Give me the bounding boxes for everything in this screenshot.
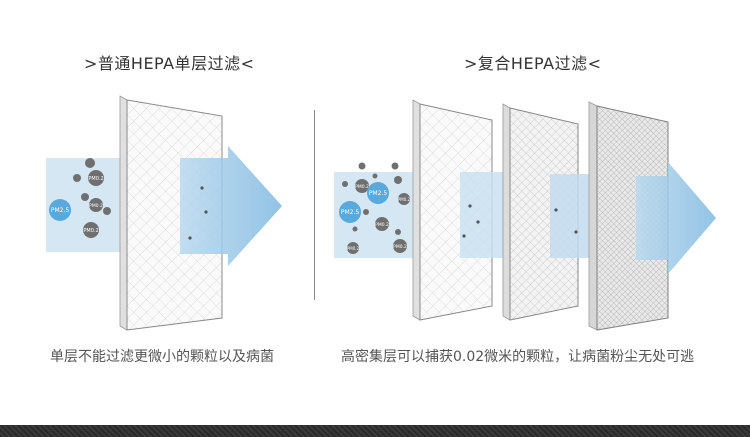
particle-dark [394, 176, 402, 184]
particle-dark [103, 207, 111, 215]
hepa-filter-layer-2 [502, 103, 579, 321]
particle-label: PM0.2 [83, 228, 98, 234]
particle-label: PM0.2 [355, 184, 369, 190]
particle-group-left: PM0.2 PM0.2 PM2.5 PM0.2 [49, 158, 208, 240]
particle-dark [355, 179, 369, 193]
particle-group-right: PM0.2 PM2.5 PM0.2 PM0.2 PM2.5 PM0.2 PM0.… [339, 162, 578, 254]
particle-dark [358, 162, 366, 170]
trapped-particle [462, 234, 466, 238]
filter-face [419, 103, 493, 321]
filter-side-edge [502, 103, 511, 321]
particle-label: PM2.5 [341, 209, 360, 216]
particle-dark [372, 173, 378, 179]
particle-label: PM0.2 [375, 222, 389, 228]
particle-dark [363, 209, 369, 215]
particle-blue [367, 182, 389, 204]
filter-side-edge [412, 99, 421, 321]
particle-label: PM0.2 [398, 197, 411, 202]
filter-face [509, 107, 579, 321]
trapped-particle [204, 210, 208, 214]
particle-dark [83, 222, 99, 238]
outgoing-air-arrow [636, 162, 716, 274]
particle-dark [81, 193, 89, 201]
particle-blue [339, 201, 361, 223]
particle-dark [391, 162, 399, 170]
particle-label: PM0.2 [89, 203, 103, 209]
particle-label: PM2.5 [369, 190, 388, 197]
outgoing-air-arrow [180, 146, 282, 266]
composite-layer-caption: 高密集层可以捕获0.02微米的颗粒，让病菌粉尘无处可逃 [341, 349, 695, 365]
trapped-particle [468, 204, 472, 208]
particle-blue [49, 199, 71, 221]
particle-dark [347, 242, 359, 254]
particle-dark [89, 198, 103, 212]
particle-dark [393, 239, 407, 253]
trapped-particle [476, 220, 480, 224]
particle-dark [398, 193, 410, 205]
single-layer-title: >普通HEPA单层过滤< [84, 54, 255, 73]
panel-divider [314, 110, 315, 300]
composite-layer-scene: PM0.2 PM2.5 PM0.2 PM0.2 PM2.5 PM0.2 PM0.… [334, 99, 716, 331]
particle-dark [395, 229, 401, 235]
filter-side-edge [588, 101, 598, 331]
particle-dark [352, 226, 358, 232]
trapped-particle [574, 230, 578, 234]
composite-layer-title: >复合HEPA过滤< [464, 54, 602, 73]
particle-label: PM2.5 [51, 207, 70, 214]
particle-dark [85, 158, 95, 168]
single-hepa-filter [119, 95, 223, 331]
bottom-decorative-bar [0, 425, 750, 437]
particle-dark [88, 170, 104, 186]
single-layer-scene: PM0.2 PM0.2 PM2.5 PM0.2 [46, 95, 282, 331]
trapped-particle [554, 208, 558, 212]
filter-face [126, 99, 223, 331]
particle-label: PM0.2 [347, 246, 360, 251]
particle-label: PM0.2 [393, 244, 407, 250]
filter-side-edge [119, 95, 128, 331]
hepa-filter-layer-1 [412, 99, 493, 321]
air-block-between-1 [460, 172, 510, 258]
particle-dark [73, 174, 81, 182]
filter-face [596, 105, 669, 331]
particle-label: PM0.2 [88, 176, 103, 182]
trapped-particle [188, 236, 192, 240]
particle-dark [342, 181, 348, 187]
single-layer-caption: 单层不能过滤更微小的颗粒以及病菌 [50, 349, 274, 365]
trapped-particle [200, 186, 204, 190]
particle-dark [375, 217, 389, 231]
hepa-filter-layer-3 [588, 101, 669, 331]
